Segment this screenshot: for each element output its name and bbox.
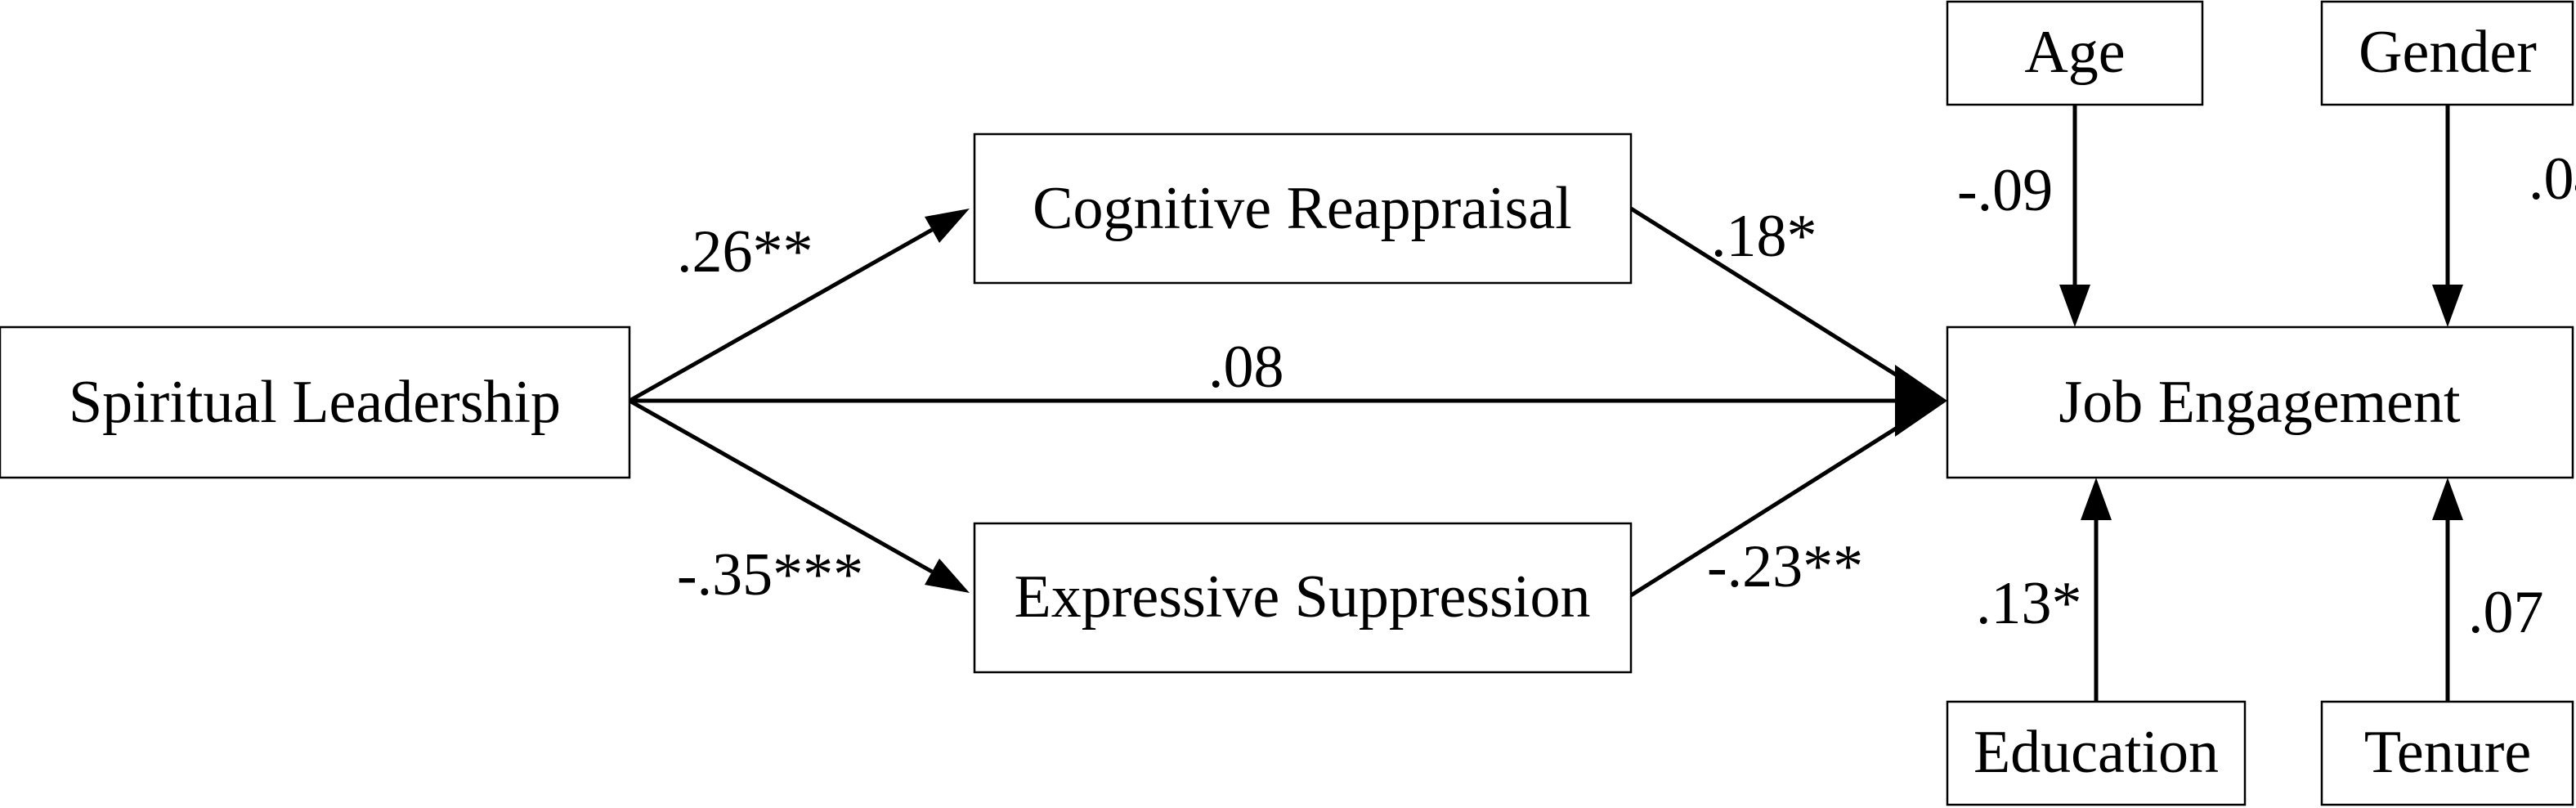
arrowhead-education-to-je [2081,478,2112,520]
node-label: Expressive Suppression [1015,563,1591,631]
node-box [1946,325,2574,479]
node-label: Gender [2359,19,2537,86]
node-label: Spiritual Leadership [69,369,561,436]
node-spiritual-leadership: Spiritual Leadership [0,325,631,479]
node-job-engagement: Job Engagement [1946,325,2574,479]
node-cognitive-reappraisal: Cognitive Reappraisal [973,132,1633,285]
node-label: Education [1973,719,2219,786]
node-box [973,132,1633,285]
edge-cr-to-je [1629,206,1913,387]
node-label: Tenure [2364,719,2531,786]
edge-es-to-je [1629,416,1913,598]
coef-sl-to-je: .08 [1208,334,1284,401]
path-coefficients: .26** -.35*** .08 .18* -.23** -.09 .04 .… [677,146,2576,646]
arrowhead-sl-to-es [925,559,970,593]
arrowhead-age-to-je [2059,285,2090,327]
node-label: Job Engagement [2059,369,2461,436]
node-box [0,325,631,479]
coef-tenure-to-je: .07 [2468,579,2544,646]
node-education: Education [1946,700,2247,806]
node-box [1946,0,2204,106]
coef-education-to-je: .13* [1976,570,2082,637]
edge-sl-to-es [628,398,934,574]
node-tenure: Tenure [2320,700,2574,806]
coef-es-to-je: -.23** [1707,533,1863,600]
coef-sl-to-es: -.35*** [677,541,863,608]
arrowhead-tenure-to-je [2432,478,2463,520]
node-expressive-suppression: Expressive Suppression [973,522,1633,674]
node-box [2320,700,2574,806]
coef-gender-to-je: .04 [2529,146,2576,213]
node-gender: Gender [2320,0,2574,106]
edges [628,105,2463,702]
node-label: Cognitive Reappraisal [1033,175,1572,242]
coef-sl-to-cr: .26** [677,218,813,285]
node-box [973,522,1633,674]
edge-sl-to-cr [628,227,934,403]
arrowhead-gender-to-je [2432,285,2463,327]
node-box [2320,0,2574,106]
node-box [1946,700,2247,806]
node-label: Age [2024,19,2125,86]
coef-age-to-je: -.09 [1957,157,2053,224]
coef-cr-to-je: .18* [1711,203,1817,270]
arrowhead-into-job-engagement [1895,365,1947,437]
node-age: Age [1946,0,2204,106]
arrowhead-sl-to-cr [925,209,970,243]
